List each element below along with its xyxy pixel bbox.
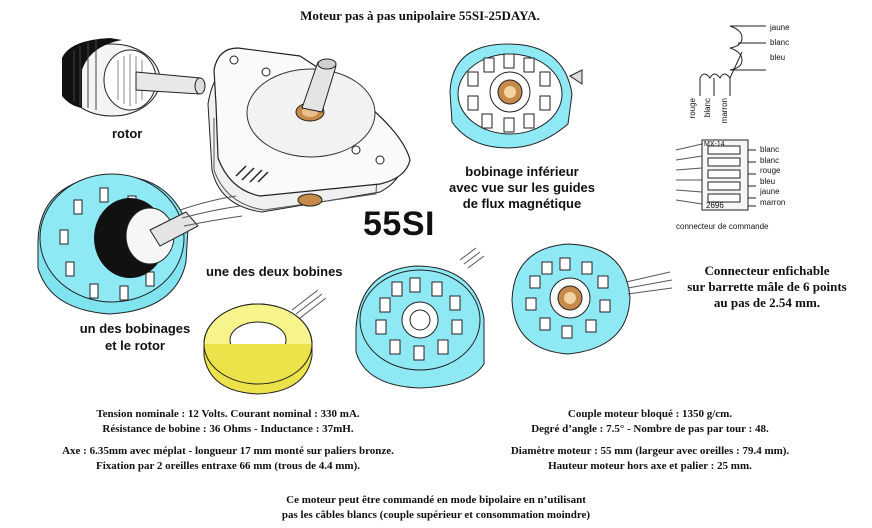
connector-wire-1: blanc [760,145,780,154]
connector-wire-labels: blanc blanc rouge bleu jaune marron [760,145,785,208]
spec-mounting: Fixation par 2 oreilles entraxe 66 mm (t… [96,460,360,472]
top-coil-wire-1: jaune [770,23,790,32]
lower-winding-illustration [449,43,583,149]
lower-winding-caption: bobinage inférieur avec vue sur les guid… [432,164,612,212]
top-coil-wire-2: blanc [770,38,790,47]
motor-illustration [207,47,411,213]
connector-illustration [675,139,756,211]
page-title: Moteur pas à pas unipolaire 55SI-25DAYA. [300,8,540,23]
spec-height: Hauteur moteur hors axe et palier : 25 m… [548,460,752,472]
top-coil-wire-3: bleu [770,53,786,62]
lower-winding-line-1: bobinage inférieur [465,164,579,179]
spec-step-angle: Degré d’angle : 7.5° - Nombre de pas par… [531,423,769,435]
rotor-label: rotor [112,126,143,141]
top-coil-labels: jaune blanc bleu [770,20,790,65]
specs-right-top: Couple moteur bloqué : 1350 g/cm. Degré … [440,407,860,437]
footer-note: Ce moteur peut être commandé en mode bip… [200,493,672,523]
spec-shaft: Axe : 6.35mm avec méplat - longueur 17 m… [62,445,394,457]
plug-connector-line-2: sur barrette mâle de 6 points [687,279,847,294]
control-connector-caption: connecteur de commande [676,222,769,231]
rotor-illustration [62,38,206,117]
specs-left-top: Tension nominale : 12 Volts. Courant nom… [8,407,448,437]
connector-wire-5: jaune [760,187,780,196]
connector-bottom-marking: 2696 [706,201,724,210]
model-label: 55SI [363,205,435,243]
specs-left-bottom: Axe : 6.35mm avec méplat - longueur 17 m… [8,444,448,474]
specs-right-bottom: Diamètre moteur : 55 mm (largeur avec or… [440,444,860,474]
footer-line-2: pas les câbles blancs (couple supérieur … [281,509,591,521]
connector-wire-2: blanc [760,155,780,165]
bottom-coil-wire-2: blanc [703,98,712,118]
connector-wire-6: marron [760,197,786,207]
spec-voltage-current: Tension nominale : 12 Volts. Courant nom… [96,408,360,420]
coil-illustration [203,289,327,395]
footer-line-1: Ce moteur peut être commandé en mode bip… [286,494,586,506]
bottom-coil-wire-3: marron [720,98,729,124]
bottom-coil-wire-1: rouge [688,98,697,119]
spec-holding-torque: Couple moteur bloqué : 1350 g/cm. [567,408,733,420]
winding-rotor-line-1: un des bobinages [79,321,191,336]
winding-rotor-caption: un des bobinages et le rotor [60,320,210,354]
spec-resistance-inductance: Résistance de bobine : 36 Ohms - Inducta… [102,423,354,435]
connector-wire-4: bleu [760,176,776,186]
stator-illustration [355,247,485,389]
plug-connector-line-1: Connecteur enfichable [704,263,830,278]
plug-connector-caption: Connecteur enfichable sur barrette mâle … [672,263,862,311]
lower-winding-line-2: avec vue sur les guides [449,180,595,195]
stator-pinion-illustration [511,243,673,355]
coil-caption: une des deux bobines [206,264,343,279]
winding-rotor-line-2: et le rotor [105,338,165,353]
connector-wire-3: rouge [760,166,781,175]
plug-connector-line-3: au pas de 2.54 mm. [713,295,821,310]
lower-winding-line-3: de flux magnétique [462,196,582,211]
connector-part-marking: MX-14 [704,141,725,148]
spec-diameter: Diamètre moteur : 55 mm (largeur avec or… [510,445,790,457]
wiring-schematic [699,25,766,96]
winding-rotor-illustration [37,173,243,315]
